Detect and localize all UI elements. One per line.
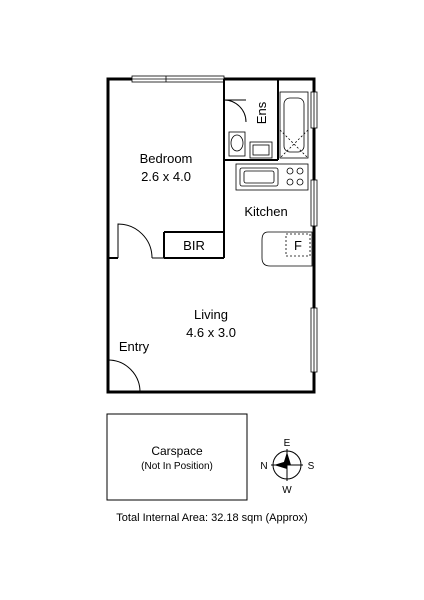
bedroom-label: Bedroom: [140, 151, 193, 166]
bathtub: [279, 91, 309, 159]
carspace-outline: [106, 413, 248, 501]
right-windows: [310, 91, 318, 373]
kitchen-label: Kitchen: [244, 204, 287, 219]
bedroom-window: [131, 75, 225, 83]
carspace-note: (Not In Position): [141, 461, 213, 472]
compass-north: N: [260, 461, 267, 472]
outer-walls: [106, 77, 316, 394]
living-dimensions: 4.6 x 3.0: [186, 325, 236, 340]
entry-label: Entry: [119, 339, 150, 354]
ensuite-door: [223, 99, 247, 123]
interior-walls: [108, 79, 279, 259]
entry-door: [107, 359, 141, 393]
compass-east: E: [284, 438, 291, 449]
kitchen-counter: [261, 231, 313, 267]
total-area-text: Total Internal Area: 32.18 sqm (Approx): [116, 512, 307, 524]
bir-label: BIR: [183, 238, 205, 253]
bedroom-door: [117, 223, 164, 259]
carspace-label: Carspace: [151, 444, 203, 458]
bedroom-dimensions: 2.6 x 4.0: [141, 169, 191, 184]
vanity: [249, 141, 273, 159]
compass-west: W: [282, 485, 292, 496]
compass-south: S: [308, 461, 315, 472]
ensuite-label: Ens: [254, 101, 269, 124]
fridge-label: F: [294, 238, 302, 253]
toilet: [228, 131, 246, 157]
fridge-space: [285, 233, 311, 257]
kitchen-bench: [235, 163, 309, 191]
compass-rose: [271, 449, 303, 481]
living-label: Living: [194, 307, 228, 322]
